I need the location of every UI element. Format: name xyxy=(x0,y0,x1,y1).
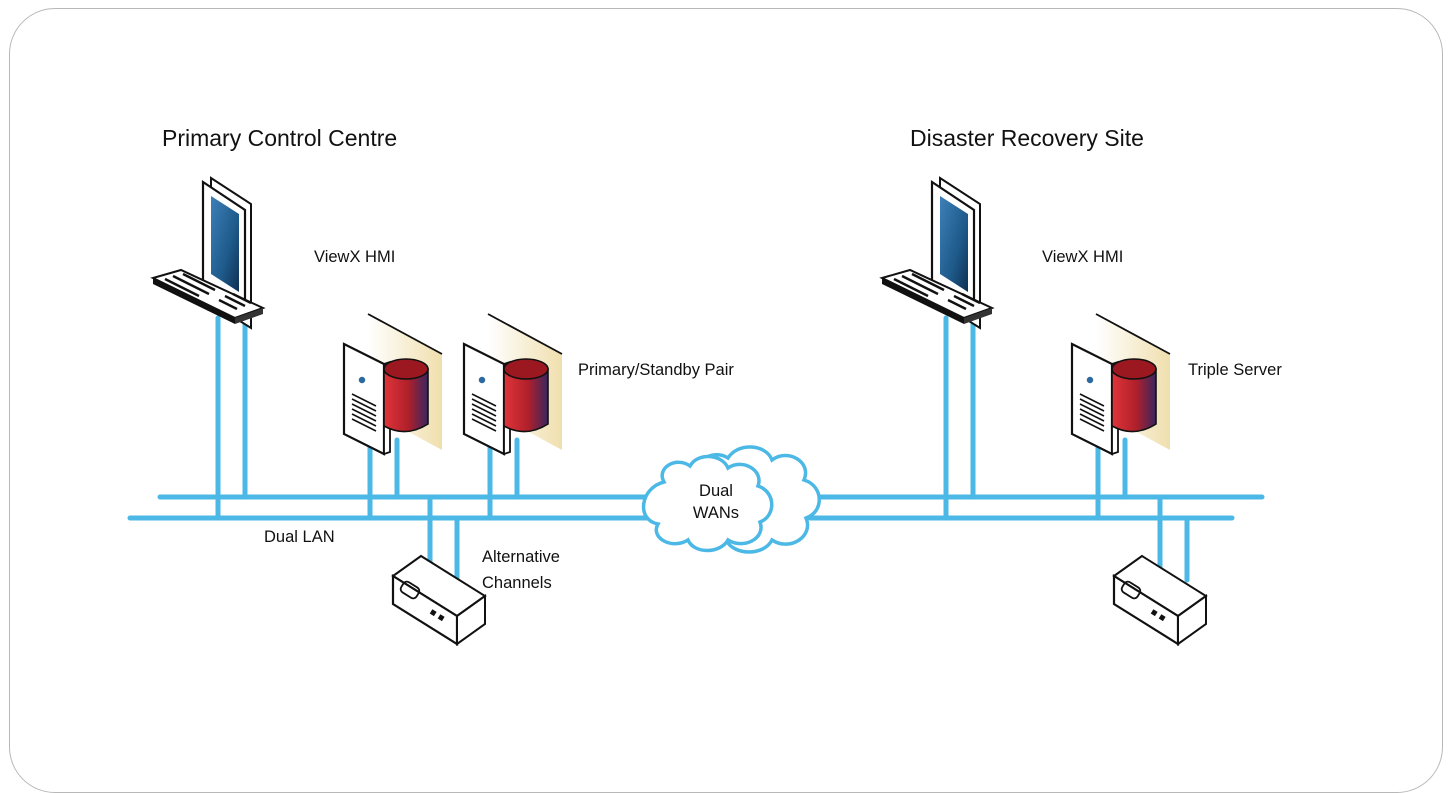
dual-wans-label-line2: WANs xyxy=(693,504,739,522)
dr-hmi-label: ViewX HMI xyxy=(1042,248,1123,266)
primary-site-title: Primary Control Centre xyxy=(162,125,397,151)
network-diagram: Primary Control Centre Disaster Recovery… xyxy=(127,125,1282,646)
wan-cloud-icon xyxy=(641,445,821,554)
primary-server-icon xyxy=(342,312,444,456)
primary-workstation-icon xyxy=(151,176,265,330)
dr-workstation-icon xyxy=(880,176,994,330)
dual-wans-label-line1: Dual xyxy=(699,482,733,500)
triple-server-icon xyxy=(1070,312,1172,456)
primary-standby-label: Primary/Standby Pair xyxy=(578,361,734,379)
alternative-channels-label-line1: Alternative xyxy=(482,548,560,566)
dr-rtu-device-icon xyxy=(1112,554,1208,646)
triple-server-label: Triple Server xyxy=(1188,361,1282,379)
primary-rtu-device-icon xyxy=(391,554,487,646)
dual-lan-label: Dual LAN xyxy=(264,528,335,546)
alternative-channels-label-line2: Channels xyxy=(482,574,552,592)
primary-hmi-label: ViewX HMI xyxy=(314,248,395,266)
dual-lan xyxy=(127,315,1265,593)
standby-server-icon xyxy=(462,312,564,456)
dr-site-title: Disaster Recovery Site xyxy=(910,125,1144,151)
